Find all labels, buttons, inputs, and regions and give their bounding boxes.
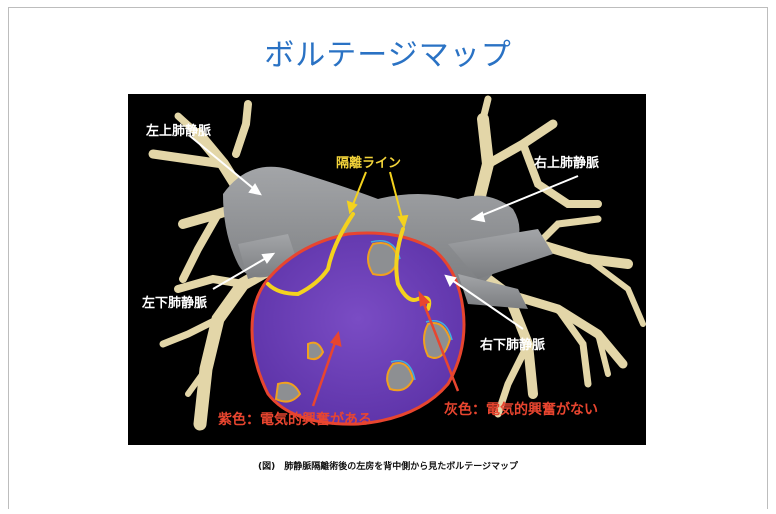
- label-purple-excitation: 紫色：電気的興奮がある: [218, 409, 372, 429]
- voltage-map-figure: 左上肺静脈 右上肺静脈 左下肺静脈 右下肺静脈 隔離ライン 紫色：電気的興奮があ…: [128, 94, 646, 445]
- label-isolation-line: 隔離ライン: [336, 152, 401, 171]
- label-left-inferior-pv: 左下肺静脈: [142, 292, 207, 311]
- label-right-inferior-pv: 右下肺静脈: [480, 334, 545, 353]
- voltage-map-illustration: [128, 94, 646, 445]
- label-left-superior-pv: 左上肺静脈: [146, 120, 211, 139]
- figure-caption: (図) 肺静脈隔離術後の左房を背中側から見たボルテージマップ: [0, 459, 776, 472]
- label-right-superior-pv: 右上肺静脈: [534, 152, 599, 171]
- slide-title: ボルテージマップ: [0, 30, 776, 74]
- label-gray-no-excitation: 灰色：電気的興奮がない: [444, 399, 598, 419]
